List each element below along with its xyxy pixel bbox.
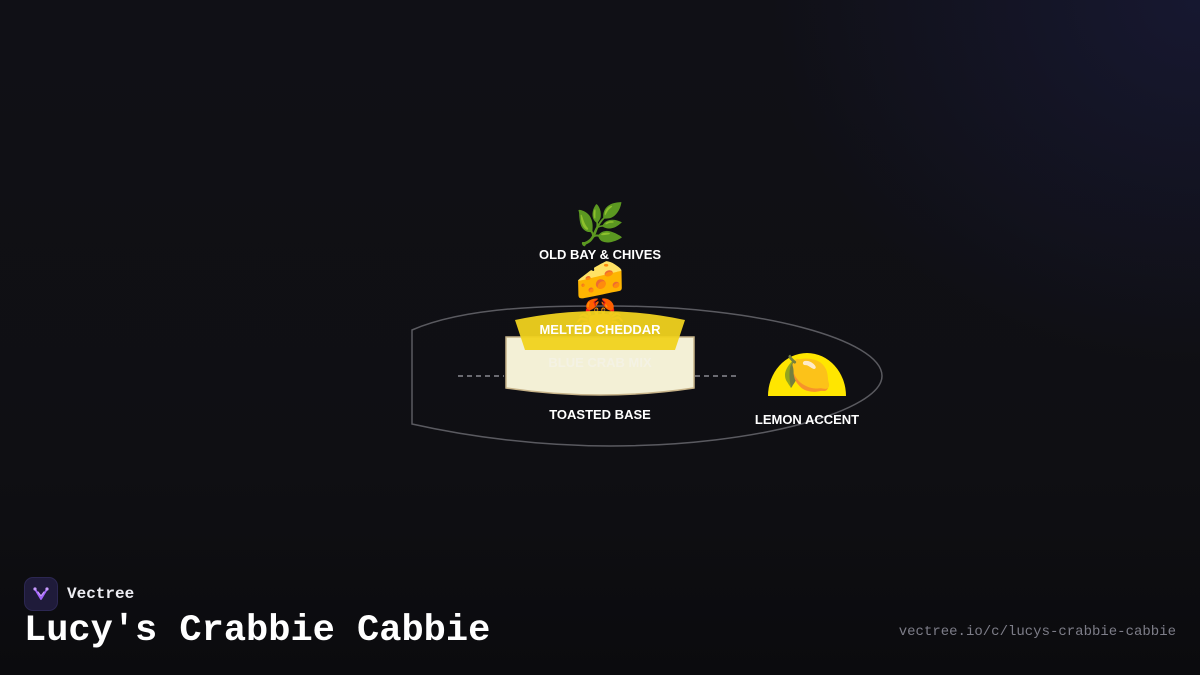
herb-icon: 🌿 — [575, 201, 625, 248]
lemon-accent-shape — [768, 353, 846, 396]
toasted-base-shape — [505, 336, 695, 396]
toasted-base-label: TOASTED BASE — [549, 407, 651, 422]
plate-outline — [411, 305, 883, 447]
page-title: Lucy's Crabbie Cabbie — [24, 610, 491, 652]
blue-crab-mix-label: BLUE CRAB MIX — [548, 355, 652, 370]
cheese-icon: 🧀 — [575, 257, 625, 303]
share-url[interactable]: vectree.io/c/lucys-crabbie-cabbie — [898, 624, 1176, 640]
lemon-icon: 🍋 — [782, 351, 832, 397]
vectree-logo-icon — [24, 577, 58, 611]
melted-cheddar-shape — [515, 311, 685, 350]
lemon-accent-label: LEMON ACCENT — [755, 412, 859, 427]
old-bay-chives-label: OLD BAY & CHIVES — [539, 247, 661, 262]
brand-name: Vectree — [67, 585, 135, 603]
melted-cheddar-label: MELTED CHEDDAR — [539, 322, 661, 337]
brand: Vectree — [24, 577, 134, 611]
